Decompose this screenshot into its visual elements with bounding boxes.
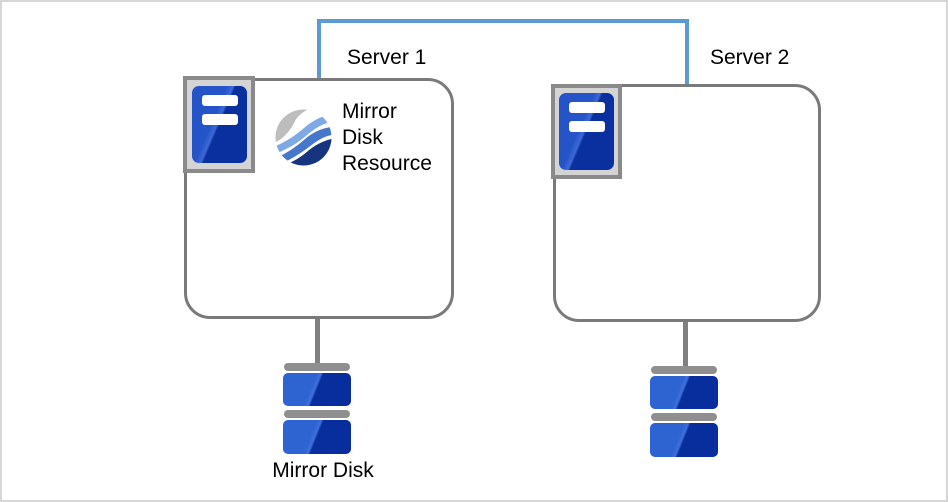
disk-platter [283, 420, 351, 454]
disk-connector-line-left [315, 317, 320, 364]
disk-cap [651, 413, 717, 421]
disk-cap [284, 363, 350, 371]
disk-connector-line-right [683, 320, 688, 367]
disk-cap [284, 410, 350, 418]
server-tower-icon [559, 93, 614, 170]
disk-platter [283, 373, 351, 406]
interconnect-line-left [317, 19, 321, 80]
server-1-label: Server 1 [347, 46, 427, 69]
stacked-disk-icon-right [650, 366, 718, 457]
interconnect-line-right [685, 19, 689, 86]
server-2-chip [551, 84, 622, 179]
interconnect-line-horizontal [317, 19, 689, 23]
tower-slot-bar [201, 95, 238, 106]
tower-slot-bar [569, 102, 605, 113]
mirror-disk-label: Mirror Disk [272, 459, 374, 482]
server-tower-icon [191, 86, 247, 163]
wave-sphere-icon [275, 109, 332, 166]
disk-cap [651, 366, 717, 374]
tower-slot-bar [201, 114, 238, 125]
server-1-chip [183, 76, 255, 173]
stacked-disk-icon-left [283, 363, 351, 454]
disk-platter [650, 423, 718, 457]
mirror-disk-resource-label: Mirror Disk Resource [342, 100, 432, 175]
server-2-label: Server 2 [710, 46, 790, 69]
disk-platter [650, 376, 718, 409]
tower-slot-bar [569, 121, 605, 132]
